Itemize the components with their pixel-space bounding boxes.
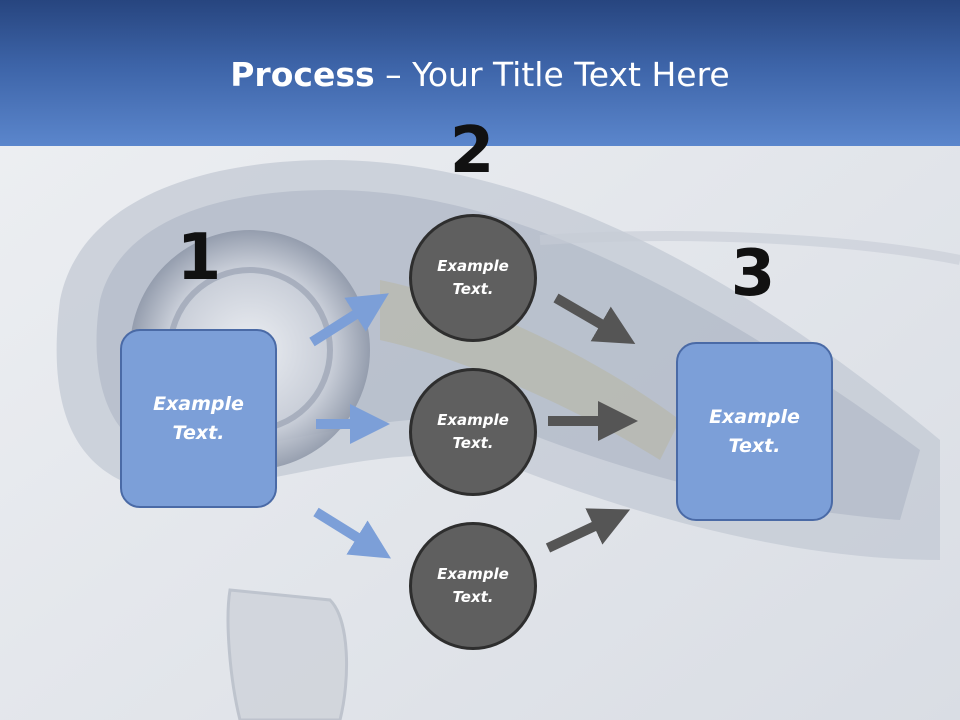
circle-middle-label: Example Text. [437,411,509,452]
circle-top-label: Example Text. [437,257,509,298]
step-number-2: 2 [449,114,495,188]
circle-bottom: Example Text. [409,522,537,650]
left-box-label: Example Text. [153,392,244,444]
circle-bottom-label: Example Text. [437,565,509,606]
step-number-1: 1 [176,221,222,295]
right-box: Example Text. [676,342,833,521]
arrow-1-to-top [309,293,389,347]
arrow-bottom-to-3 [545,508,631,553]
arrow-top-to-3 [553,293,636,345]
title-rest-part: – Your Title Text Here [374,55,730,94]
title-bold-part: Process [230,55,375,94]
left-box: Example Text. [120,329,277,508]
arrow-1-to-bottom [313,507,391,559]
slide-title: Process – Your Title Text Here [0,54,960,96]
step-number-3: 3 [730,237,776,311]
title-bar [0,0,960,146]
circle-top: Example Text. [409,214,537,342]
right-box-label: Example Text. [709,405,800,457]
circle-middle: Example Text. [409,368,537,496]
